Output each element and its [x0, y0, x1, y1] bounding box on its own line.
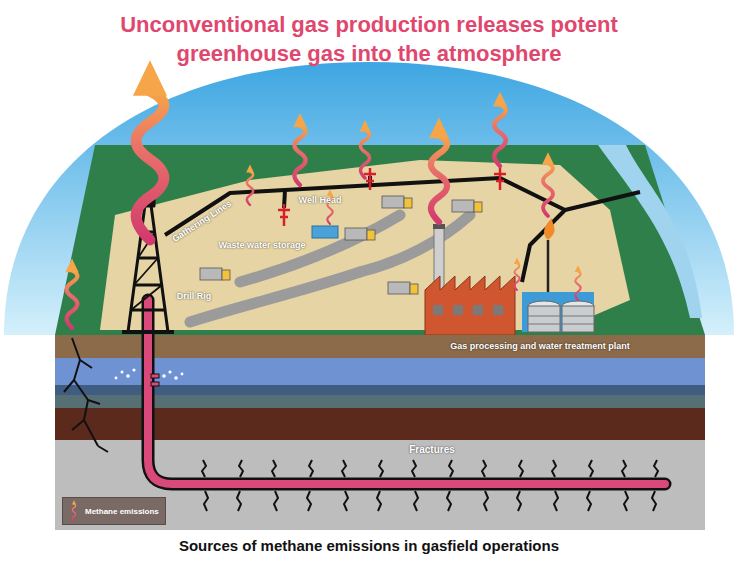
land-surface-part: [598, 145, 702, 318]
part-label: Well Head: [299, 196, 342, 206]
processing-plant: [425, 218, 594, 335]
trucks-part: [410, 284, 418, 294]
wellbore-part: [148, 300, 665, 484]
processing-plant-part: [473, 305, 483, 315]
legend-icon: [67, 500, 81, 522]
land-surface-part: [100, 160, 630, 330]
part-label: Gas processing and water treatment plant: [450, 342, 630, 352]
gas-leak-bubbles-part: [168, 370, 171, 373]
gas-leak-bubbles-part: [121, 371, 124, 374]
roads-part: [360, 215, 470, 272]
methane-plumes-part: [514, 258, 520, 290]
sky-dome: [4, 62, 734, 335]
processing-plant-part: [544, 218, 554, 240]
trucks-part: [222, 270, 230, 280]
gas-leak-bubbles-part: [126, 374, 130, 378]
gas-leak-bubbles-part: [132, 368, 135, 371]
processing-plant-part: [453, 305, 463, 315]
legend-plume: [72, 500, 76, 521]
trucks-part: [404, 198, 412, 208]
wellbore-part: [151, 374, 159, 378]
methane-plumes: [65, 60, 581, 328]
trucks-part: [474, 202, 482, 212]
diagram-title: Unconventional gas production releases p…: [0, 10, 738, 68]
trucks-part: [382, 196, 404, 208]
trucks-part: [388, 282, 410, 294]
crack-lines-part: [64, 360, 108, 452]
drill-rig-part: [122, 330, 174, 334]
part-label: Fractures: [409, 444, 455, 455]
methane-plumes-part: [65, 258, 78, 328]
methane-plumes-part: [429, 118, 449, 222]
crack-lines-part: [72, 338, 98, 446]
part-label: Waste water storage: [218, 241, 305, 251]
processing-plant-part: [493, 305, 503, 315]
methane-plumes-part: [293, 113, 307, 185]
gas-leak-bubbles-part: [115, 377, 118, 380]
processing-plant-part: [547, 240, 550, 292]
legend-text: Methane emissions: [85, 507, 159, 516]
well-head-symbols-part: [278, 204, 290, 226]
sky-dome-part: [4, 62, 734, 335]
processing-plant-part: [528, 306, 560, 332]
methane-plumes-part: [360, 120, 371, 178]
wellbore-part: [151, 382, 159, 386]
gas-leak-bubbles-part: [181, 373, 184, 376]
methane-plumes-part: [542, 152, 554, 216]
trucks-part: [345, 228, 367, 240]
methane-plumes-part: [493, 92, 507, 166]
part-label: Drill Rig: [177, 292, 212, 302]
gathering-lines-part: [522, 192, 640, 282]
crack-lines: [64, 338, 108, 452]
land-surface-part: [312, 226, 338, 238]
gas-leak-bubbles-part: [174, 376, 178, 380]
well-head-symbols: [278, 168, 506, 226]
processing-plant-part: [528, 316, 594, 324]
gas-leak-bubbles-part: [162, 374, 166, 378]
gathering-lines: [165, 176, 640, 282]
legend-box: Methane emissions: [62, 497, 166, 525]
methane-plumes-part: [133, 60, 167, 240]
wellbore-part: [148, 300, 665, 484]
methane-plumes-part: [246, 164, 254, 205]
processing-plant-part: [425, 276, 515, 335]
trucks-part: [367, 230, 375, 240]
processing-plant-part: [433, 305, 443, 315]
well-head-symbols-part: [494, 168, 506, 190]
trucks-part: [200, 268, 222, 280]
processing-plant-part: [522, 292, 594, 332]
trucks-part: [452, 200, 474, 212]
diagram-caption: Sources of methane emissions in gasfield…: [0, 536, 738, 556]
processing-plant-part: [562, 306, 594, 332]
methane-plumes-part: [575, 265, 582, 300]
methane-plumes-part: [327, 189, 334, 224]
drill-rig: [122, 198, 174, 332]
gas-leak-bubbles: [115, 368, 184, 379]
wellbore: [148, 300, 665, 484]
